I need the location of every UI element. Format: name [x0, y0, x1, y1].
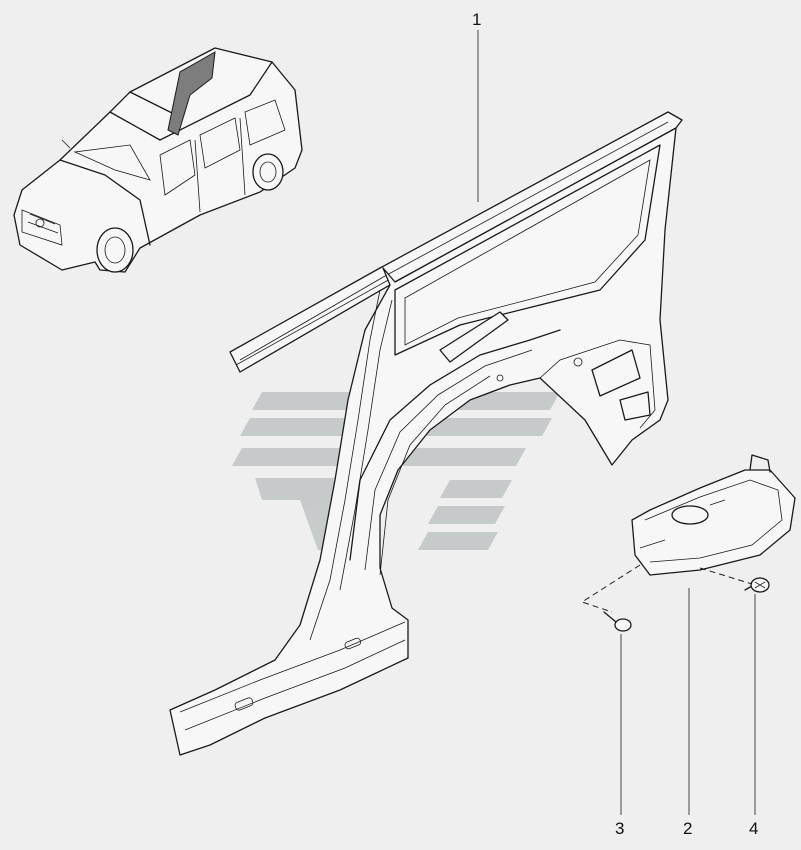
- clip-part: [744, 577, 770, 593]
- highlight-panel: [167, 51, 216, 136]
- assembly-dash-line: [580, 564, 641, 613]
- callout-2: 2: [683, 819, 692, 838]
- assembly-dash-line: [699, 567, 753, 585]
- callout-4: 4: [749, 819, 758, 838]
- vehicle-thumbnail: [13, 47, 303, 273]
- side-panel-part: [169, 111, 683, 756]
- callout-3: 3: [615, 819, 624, 838]
- wheel-liner-part: [631, 454, 796, 576]
- screw-part: [603, 611, 632, 632]
- callout-1: 1: [472, 10, 481, 29]
